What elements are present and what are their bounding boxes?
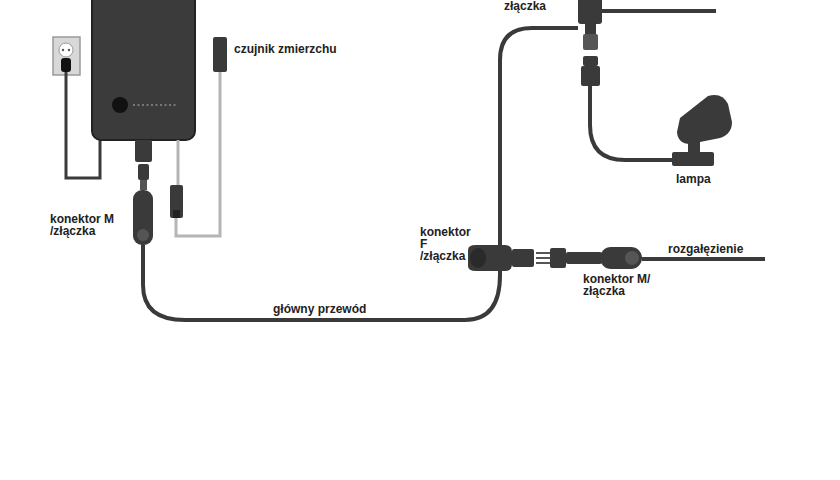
connector-f xyxy=(468,245,512,271)
sensor-plug xyxy=(170,185,183,218)
lamp-label: lampa xyxy=(676,173,711,185)
transformer xyxy=(92,0,195,140)
branch-label: rozgałęzienie xyxy=(668,243,743,255)
riser-cable xyxy=(500,28,578,245)
outlet-socket xyxy=(59,43,73,57)
dusk-sensor xyxy=(213,37,227,72)
branch-plug xyxy=(550,248,566,268)
cable-label: główny przewód xyxy=(273,303,366,315)
junction-label: złączka xyxy=(504,0,546,12)
plug xyxy=(61,58,71,72)
lamp-head xyxy=(677,95,732,144)
indicator-dots xyxy=(133,104,176,106)
connector-m-branch xyxy=(600,247,642,269)
connector-label: konektor M/ złączka xyxy=(583,273,663,297)
wall-outlet xyxy=(53,37,80,75)
junction xyxy=(578,0,602,24)
connector-m xyxy=(133,190,153,245)
connector-label: konektor M /złączka xyxy=(50,213,128,237)
sensor-label: czujnik zmierzchu xyxy=(234,43,337,55)
output-socket xyxy=(135,140,152,162)
branch-cable xyxy=(642,257,765,261)
lamp-cable xyxy=(590,86,680,160)
button xyxy=(112,97,128,113)
connector-label: konektor F /złączka xyxy=(420,226,466,262)
